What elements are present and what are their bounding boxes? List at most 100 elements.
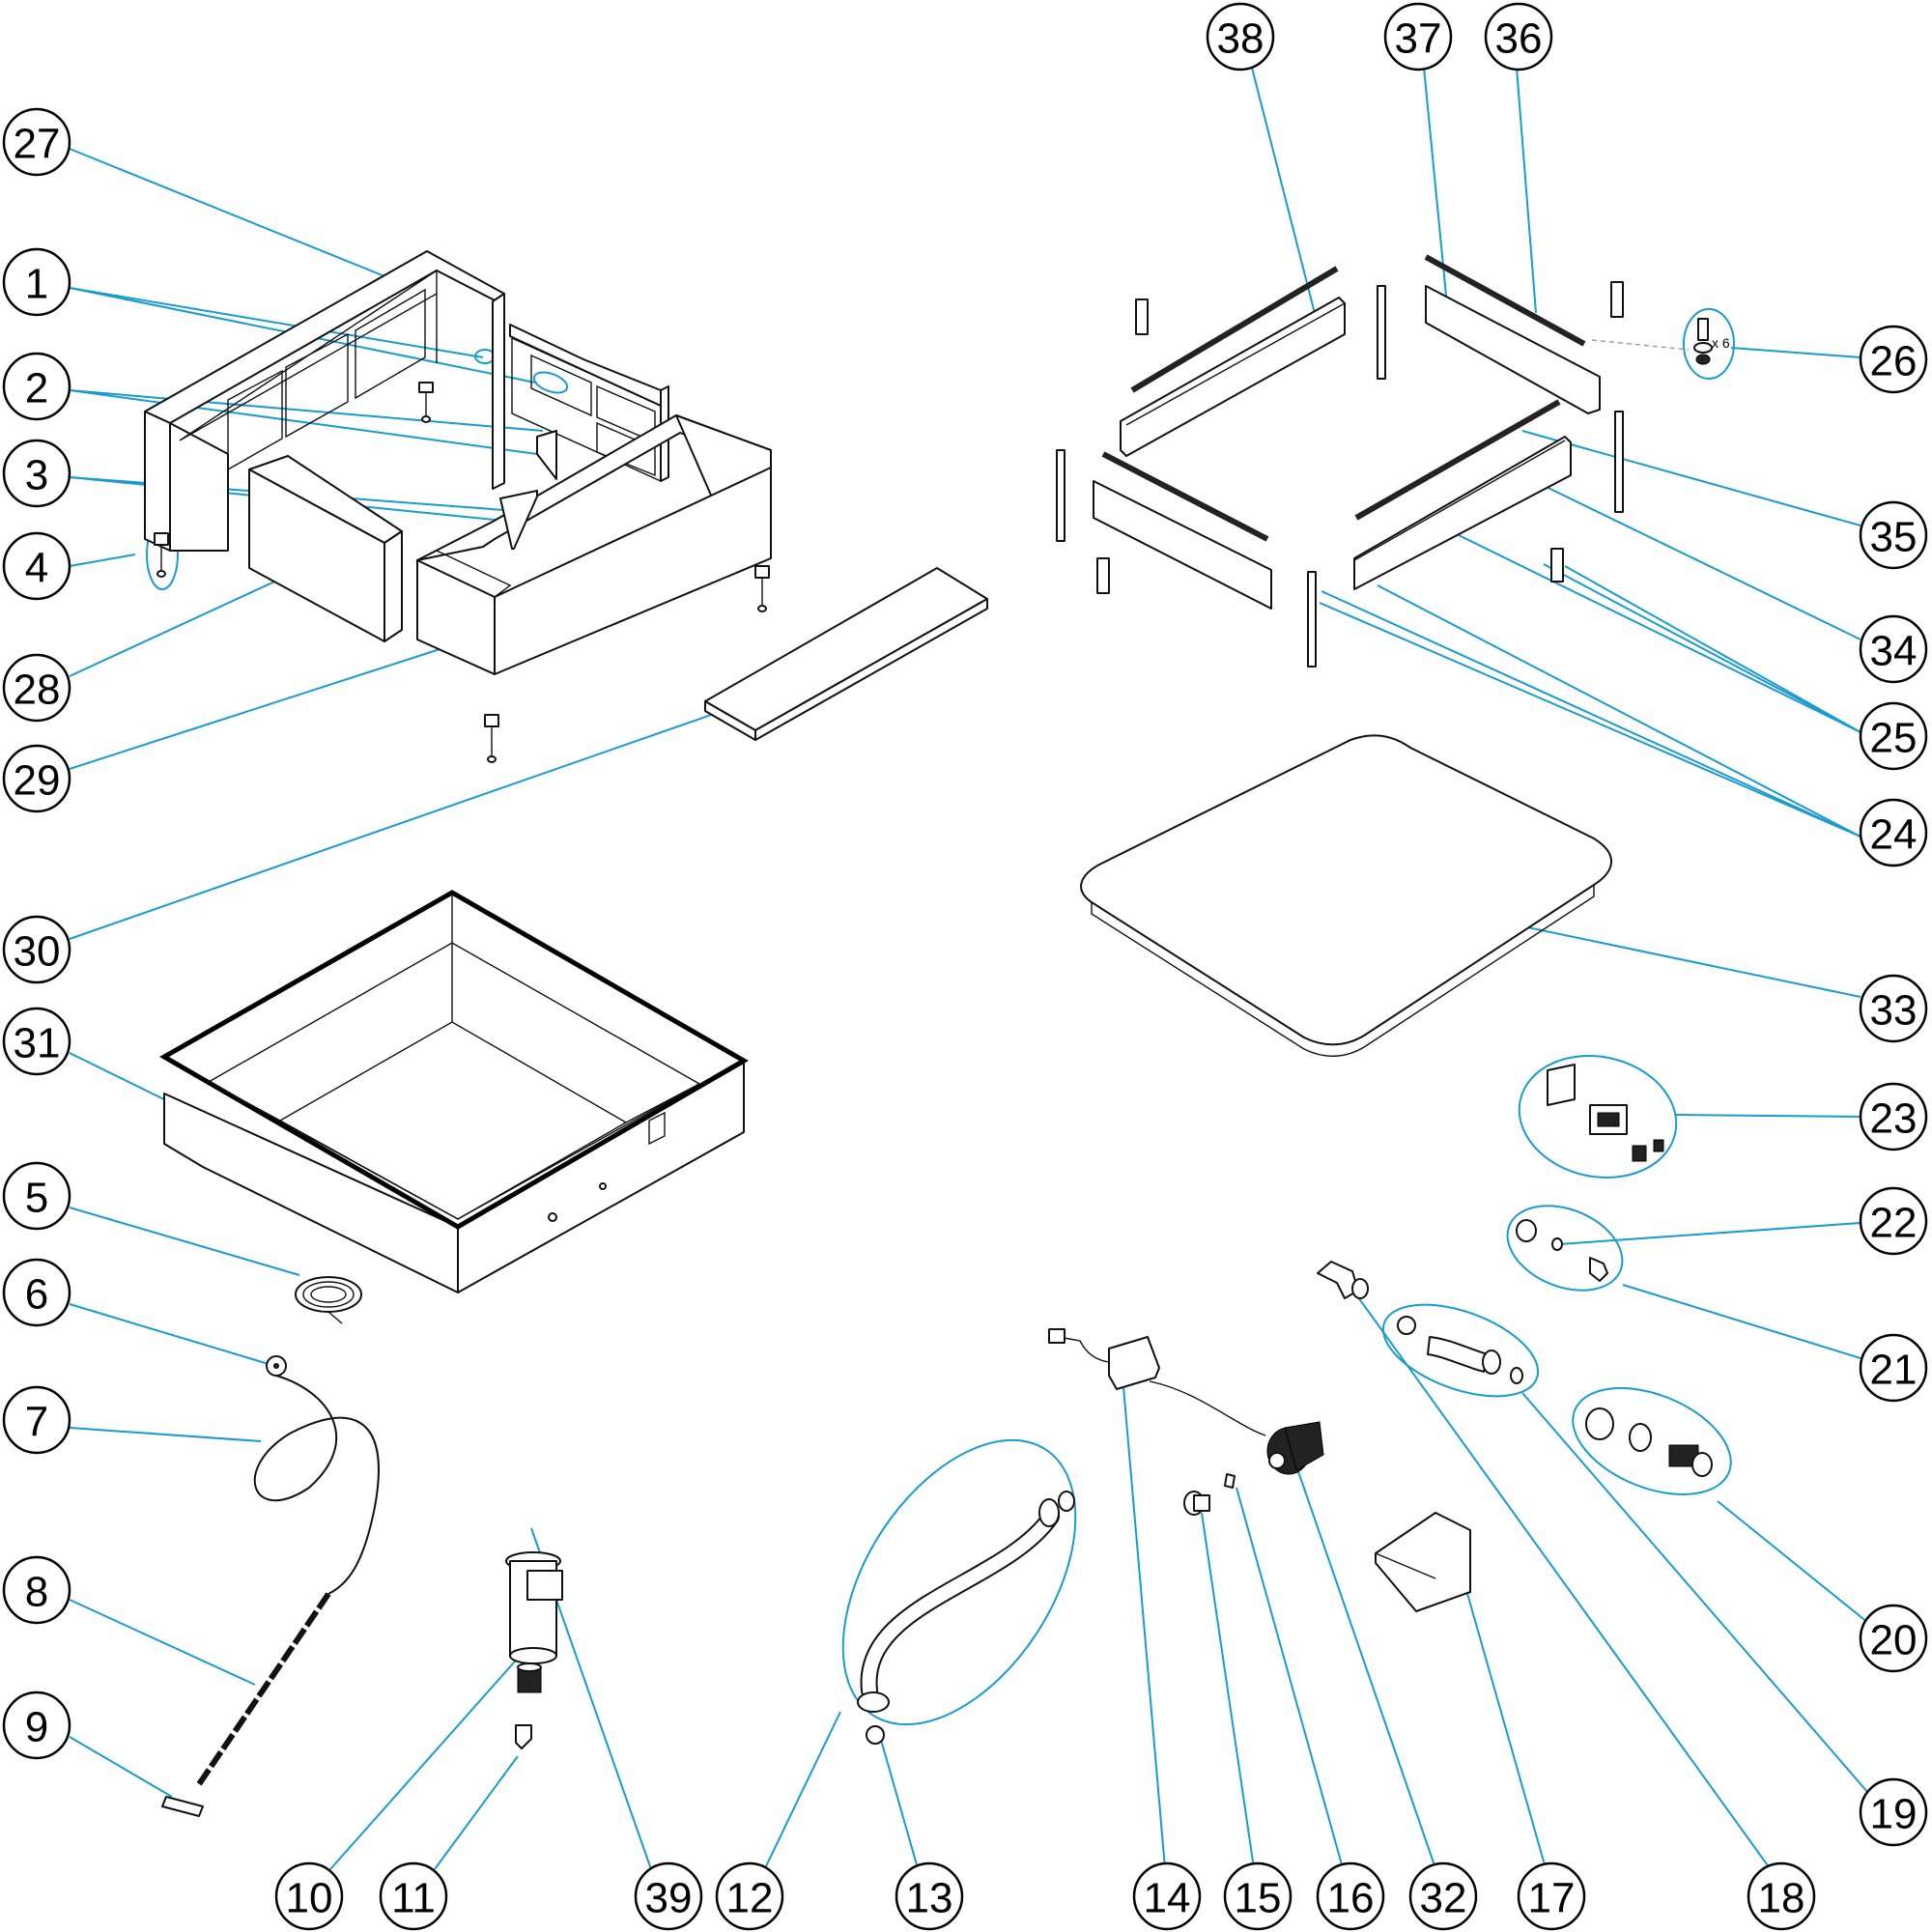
callout-number: 21 bbox=[1870, 1347, 1918, 1394]
leader-25a bbox=[1543, 563, 1861, 733]
part-23-clip-b bbox=[1653, 1139, 1664, 1152]
part-17-cover bbox=[1375, 1512, 1471, 1612]
leader-24c bbox=[1319, 602, 1861, 838]
frame-inner-c bbox=[227, 369, 283, 471]
leg-d bbox=[1307, 571, 1317, 668]
part-35-rail bbox=[1354, 399, 1561, 521]
part-12-end-b bbox=[1038, 1498, 1060, 1527]
callout-19: 19 bbox=[1859, 1777, 1928, 1847]
tub-front-right bbox=[457, 1062, 745, 1293]
part-39-mouth bbox=[526, 1570, 563, 1601]
leader-35 bbox=[1521, 430, 1861, 526]
callout-number: 6 bbox=[25, 1271, 48, 1319]
part-27-top bbox=[144, 250, 505, 424]
part-6-dot bbox=[273, 1363, 279, 1369]
part-14-plug-cord bbox=[1058, 1336, 1110, 1363]
callout-1: 1 bbox=[2, 247, 71, 317]
drawer-a bbox=[530, 354, 592, 417]
tub-edge-a bbox=[208, 1081, 281, 1122]
tub-edge-c bbox=[625, 1083, 700, 1123]
callout-8: 8 bbox=[2, 1555, 71, 1625]
part-16-nozzle bbox=[1224, 1473, 1236, 1489]
leader-8 bbox=[69, 1599, 256, 1686]
callout-26: 26 bbox=[1859, 325, 1928, 394]
leader-12 bbox=[764, 1711, 841, 1869]
callout-circle bbox=[2, 1385, 71, 1455]
part-29-long-face bbox=[494, 467, 772, 675]
callout-number: 20 bbox=[1870, 1617, 1918, 1664]
part-27-left-front bbox=[169, 422, 229, 552]
part-27-edge bbox=[169, 270, 438, 424]
part-23-box-opening bbox=[1597, 1112, 1620, 1127]
callout-25: 25 bbox=[1859, 701, 1928, 771]
callout-10: 10 bbox=[274, 1861, 344, 1931]
highlight-ellipses bbox=[146, 308, 1735, 1726]
pump-group bbox=[1048, 1328, 1471, 1612]
callout-circle bbox=[274, 1861, 344, 1931]
leader-18 bbox=[1340, 1272, 1771, 1869]
part-5-coil-inner-b bbox=[310, 1286, 347, 1303]
callout-11: 11 bbox=[379, 1861, 448, 1931]
part-19-pipe bbox=[1427, 1336, 1489, 1373]
leader-24b bbox=[1377, 584, 1861, 838]
callout-7: 7 bbox=[2, 1385, 71, 1455]
callout-16: 16 bbox=[1316, 1861, 1385, 1931]
leader-20 bbox=[1717, 1500, 1869, 1624]
part-5-cable-end bbox=[327, 1311, 343, 1324]
frame-inner-b bbox=[285, 332, 349, 439]
callout-number: 36 bbox=[1495, 15, 1543, 63]
leader-25c bbox=[1458, 534, 1861, 733]
callout-number: 35 bbox=[1870, 514, 1918, 561]
part-14-plug bbox=[1048, 1328, 1065, 1344]
part-26-multiplier: x 6 bbox=[1712, 335, 1730, 351]
callout-circle bbox=[1206, 2, 1275, 71]
callout-number: 9 bbox=[25, 1704, 48, 1751]
leader-17 bbox=[1458, 1562, 1547, 1869]
leg-a bbox=[1377, 285, 1386, 380]
callout-number: 23 bbox=[1870, 1095, 1918, 1143]
callout-number: 11 bbox=[391, 1875, 436, 1922]
callout-20: 20 bbox=[1859, 1604, 1928, 1673]
clip-c bbox=[1096, 557, 1110, 594]
part-8-rod bbox=[194, 1592, 331, 1789]
clip-a bbox=[1135, 298, 1149, 335]
junction-box-23 bbox=[1547, 1064, 1664, 1162]
part-34-beam bbox=[1353, 436, 1572, 590]
leader-21 bbox=[1622, 1284, 1861, 1359]
callout-22: 22 bbox=[1859, 1186, 1928, 1256]
callout-number: 22 bbox=[1870, 1200, 1918, 1247]
part-20-flange bbox=[1585, 1407, 1614, 1440]
tub-rim-heavy bbox=[158, 890, 749, 1230]
highlight-19 bbox=[1381, 1303, 1540, 1398]
part-33-edge bbox=[1091, 885, 1595, 1057]
part-23-clip-a bbox=[1632, 1145, 1647, 1162]
callout-17: 17 bbox=[1517, 1861, 1586, 1931]
callout-number: 4 bbox=[25, 545, 48, 592]
callout-circle bbox=[1859, 1604, 1928, 1673]
callout-circle bbox=[1517, 1861, 1586, 1931]
part-14-transformer bbox=[1108, 1336, 1160, 1390]
part-26-nut bbox=[1695, 354, 1711, 365]
part-36-rail bbox=[1424, 254, 1586, 347]
part-18-end bbox=[1351, 1278, 1369, 1299]
callout-circle bbox=[1484, 2, 1553, 71]
connector-26-dashed bbox=[1591, 339, 1690, 351]
callout-number: 1 bbox=[25, 261, 48, 308]
fittings-group bbox=[1317, 1219, 1713, 1477]
leader-30 bbox=[69, 698, 756, 940]
part-11-elbow bbox=[515, 1724, 532, 1749]
leader-lines bbox=[69, 67, 1869, 1870]
callout-number: 34 bbox=[1870, 628, 1918, 675]
part-10-top bbox=[517, 1662, 542, 1672]
part-9-handle bbox=[161, 1796, 204, 1817]
callout-number: 13 bbox=[906, 1875, 953, 1922]
callout-number: 19 bbox=[1870, 1791, 1918, 1838]
callout-circle bbox=[1132, 1861, 1202, 1931]
left-small-parts bbox=[161, 1276, 380, 1817]
leader-22 bbox=[1558, 1222, 1861, 1245]
callout-number: 10 bbox=[286, 1875, 333, 1922]
callout-number: 26 bbox=[1870, 338, 1918, 385]
leader-29 bbox=[69, 640, 465, 770]
callout-number: 14 bbox=[1144, 1875, 1191, 1922]
callout-15: 15 bbox=[1223, 1861, 1293, 1931]
